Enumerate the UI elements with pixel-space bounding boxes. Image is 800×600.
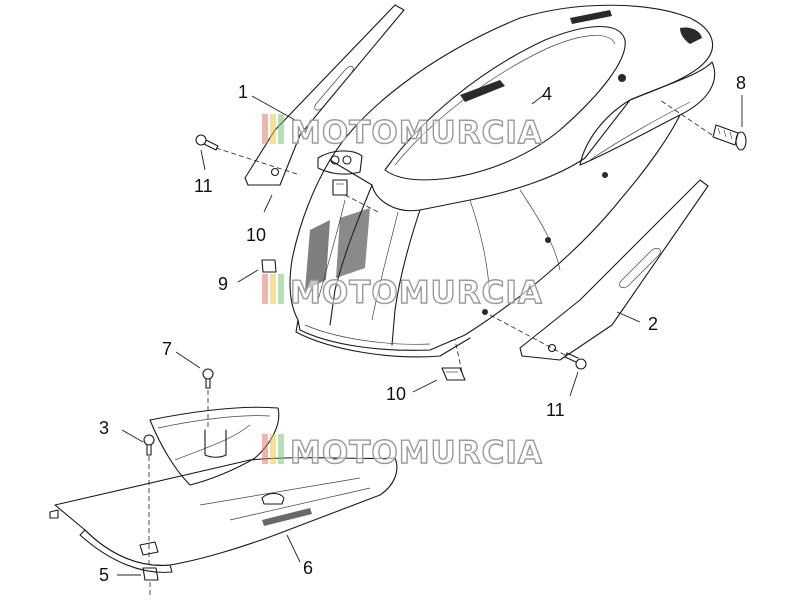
watermark-stripe-red [262,114,268,144]
callout-6: 6 [303,558,313,578]
screw-upper-left [195,134,219,151]
push-rivet [712,124,747,151]
left-side-strip-part [244,4,405,186]
watermark-middle: MOTOMURCIA [262,274,543,312]
watermark-stripe-yellow [270,434,276,464]
watermark-stripe-green [278,114,284,144]
clip-upper [332,179,348,196]
nut-floor [142,567,159,581]
callout-labels: 1 2 3 4 5 6 7 8 9 10 10 11 11 [99,73,746,585]
clip-lower [441,367,466,381]
watermark-text: MOTOMURCIA [290,435,543,471]
callout-10-upper: 10 [246,225,266,245]
callout-9: 9 [218,274,228,294]
watermark-stripe-yellow [270,114,276,144]
screw-floor-left [143,434,155,456]
watermark-stripe-red [262,434,268,464]
watermark-stripe-green [278,434,284,464]
watermark-stripe-yellow [270,274,276,304]
callout-4: 4 [542,84,552,104]
watermark-stripe-green [278,274,284,304]
right-side-strip-part [519,179,709,361]
rear-body-cover-part [289,4,716,358]
callout-11-lower: 11 [546,400,565,420]
callout-10-lower: 10 [386,384,406,404]
callout-11-upper: 11 [194,176,213,196]
callout-8: 8 [736,73,746,93]
watermark-text: MOTOMURCIA [290,115,543,151]
callout-5: 5 [99,565,109,585]
screw-lower-right [564,352,587,370]
callout-3: 3 [99,418,109,438]
callout-7: 7 [162,339,172,359]
floor-panel-part [49,406,398,573]
callout-2: 2 [648,314,658,334]
callout-1: 1 [238,82,248,102]
watermark-text: MOTOMURCIA [290,275,543,311]
watermark-stripe-red [262,274,268,304]
watermark-top: MOTOMURCIA [262,114,543,152]
watermark-bottom: MOTOMURCIA [262,434,543,472]
assembly-lines [148,99,713,598]
screw-floor-top [202,368,214,389]
clip-small [261,259,277,273]
leader-lines [117,93,743,576]
